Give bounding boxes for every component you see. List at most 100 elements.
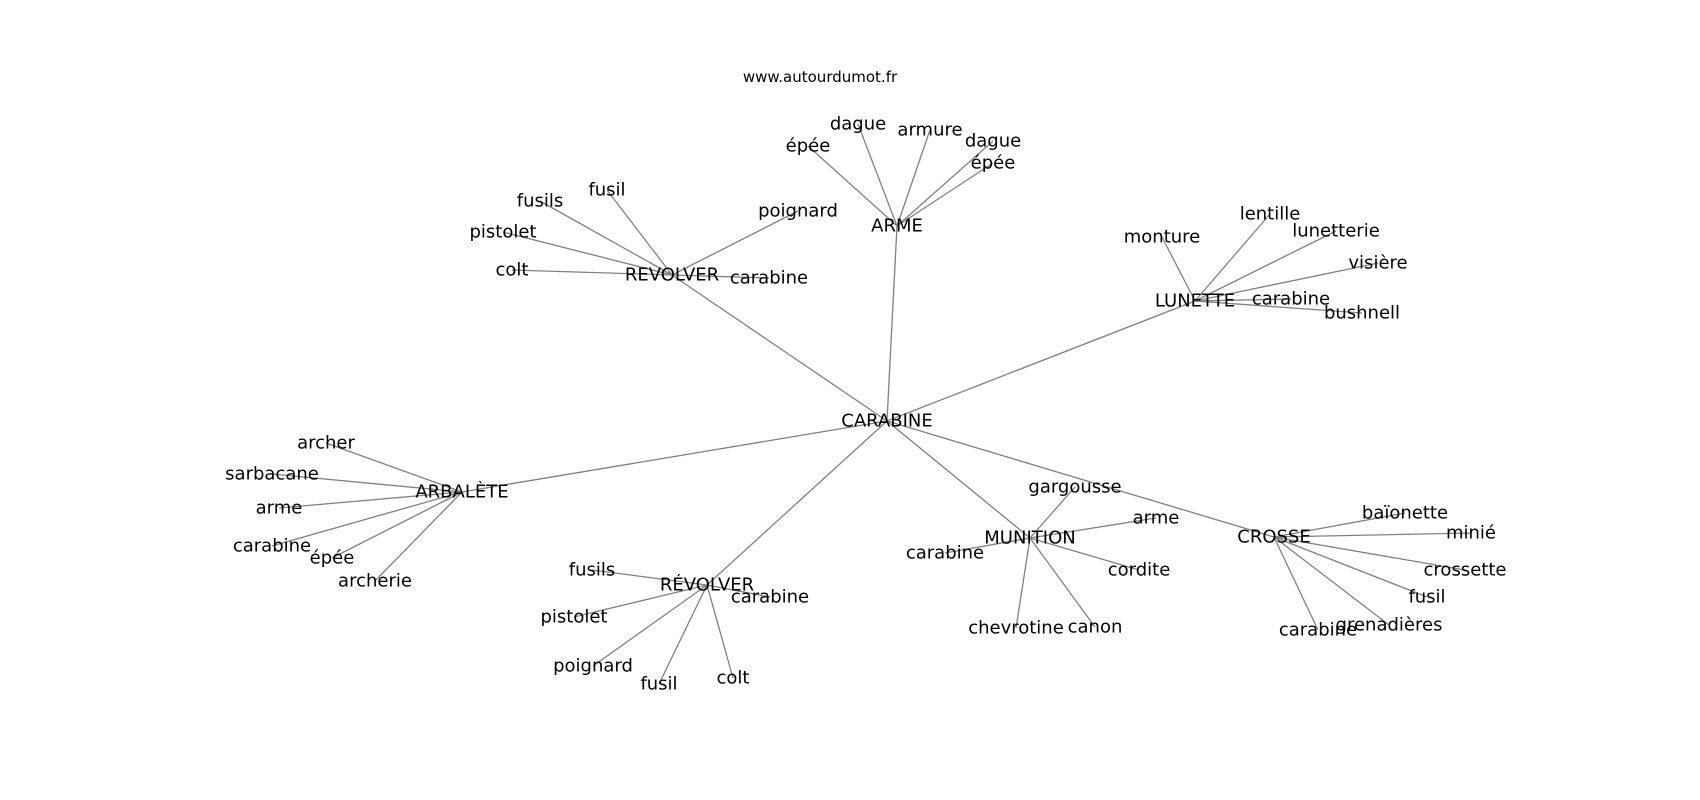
leaf-node-crosse-2: crossette: [1424, 560, 1507, 581]
leaf-node-lunette-5: bushnell: [1324, 303, 1400, 324]
edge-lunette-leaf-2: [1194, 230, 1337, 302]
edge-center-munition: [886, 420, 1031, 539]
leaf-node-arme-3: dague: [965, 131, 1021, 152]
hub-node-revolver-top: REVOLVER: [625, 265, 719, 286]
edge-crosse-leaf-4: [1273, 536, 1390, 626]
edge-revolver-bottom-leaf-2: [706, 584, 771, 598]
source-credit: www.autourdumot.fr: [743, 68, 898, 86]
edge-arbalete-leaf-1: [271, 473, 463, 493]
edge-arme-leaf-4: [896, 162, 994, 227]
leaf-node-arbalete-5: archerie: [338, 571, 412, 592]
edge-revolver-bottom-leaf-0: [591, 569, 708, 586]
edge-crosse-leaf-5: [1273, 536, 1319, 631]
leaf-node-revolver-bottom-0: fusils: [569, 560, 616, 581]
leaf-node-lunette-0: monture: [1124, 227, 1201, 248]
edge-center-crosse: [886, 420, 1275, 538]
edge-munition-leaf-4: [1015, 537, 1031, 629]
leaf-node-revolver-top-0: fusils: [517, 191, 564, 212]
leaf-node-lunette-1: lentille: [1240, 204, 1301, 225]
leaf-node-revolver-top-5: carabine: [730, 268, 808, 289]
leaf-node-revolver-top-4: colt: [496, 260, 529, 281]
leaf-node-munition-3: cordite: [1108, 560, 1171, 581]
edge-arbalete-leaf-0: [325, 442, 463, 493]
leaf-node-arbalete-3: carabine: [233, 536, 311, 557]
leaf-node-arme-2: armure: [897, 120, 962, 141]
leaf-node-arme-4: épée: [971, 153, 1016, 174]
leaf-node-arbalete-2: arme: [256, 498, 303, 519]
edge-center-arbalete: [461, 420, 888, 493]
edge-arbalete-leaf-5: [374, 491, 463, 582]
edge-arbalete-leaf-4: [331, 491, 463, 559]
leaf-node-munition-0: gargousse: [1028, 477, 1121, 498]
edge-revolver-top-leaf-1: [606, 189, 673, 276]
edge-arme-leaf-1: [857, 123, 898, 227]
leaf-node-munition-2: carabine: [906, 543, 984, 564]
hub-node-revolver-bottom: RÉVOLVER: [660, 574, 754, 596]
edge-revolver-top-leaf-5: [671, 274, 770, 279]
leaf-node-crosse-5: carabine: [1279, 620, 1357, 641]
edge-munition-leaf-2: [944, 537, 1031, 554]
edge-arme-leaf-3: [896, 140, 994, 227]
edge-lunette-leaf-4: [1194, 298, 1292, 302]
edge-crosse-leaf-3: [1273, 536, 1428, 598]
leaf-node-munition-1: arme: [1133, 508, 1180, 529]
edge-arme-leaf-2: [896, 129, 931, 227]
center-node-label: CARABINE: [841, 411, 932, 432]
leaf-node-revolver-top-2: poignard: [758, 201, 838, 222]
edge-lunette-leaf-3: [1194, 262, 1379, 302]
edge-crosse-leaf-2: [1273, 536, 1466, 571]
edge-center-arme: [886, 225, 898, 422]
hub-node-lunette: LUNETTE: [1155, 291, 1235, 312]
edge-munition-leaf-1: [1029, 517, 1157, 539]
edge-lunette-leaf-1: [1194, 213, 1271, 302]
leaf-node-revolver-bottom-5: colt: [717, 668, 750, 689]
leaf-node-crosse-4: grenadières: [1336, 615, 1443, 636]
hub-node-crosse: CROSSE: [1237, 527, 1310, 548]
edge-arbalete-leaf-2: [278, 491, 463, 509]
hub-node-munition: MUNITION: [984, 528, 1075, 549]
edge-arbalete-leaf-3: [271, 491, 463, 547]
leaf-node-revolver-bottom-3: poignard: [553, 656, 633, 677]
leaf-node-revolver-bottom-2: carabine: [731, 587, 809, 608]
leaf-node-arme-1: dague: [830, 114, 886, 135]
leaf-node-crosse-3: fusil: [1408, 587, 1445, 608]
leaf-node-arbalete-4: épée: [310, 548, 355, 569]
edge-crosse-leaf-0: [1273, 512, 1406, 538]
edge-revolver-bottom-leaf-5: [706, 584, 734, 679]
edge-revolver-top-leaf-2: [671, 210, 799, 276]
hub-node-arme: ARME: [871, 216, 923, 237]
leaf-node-lunette-3: visière: [1348, 253, 1407, 274]
leaf-node-revolver-top-1: fusil: [588, 180, 625, 201]
leaf-node-crosse-1: minié: [1446, 523, 1496, 544]
leaf-node-lunette-2: lunetterie: [1292, 221, 1380, 242]
edge-lunette-leaf-5: [1194, 300, 1363, 314]
leaf-node-munition-5: canon: [1068, 617, 1123, 638]
edge-arme-leaf-0: [807, 145, 898, 227]
edge-revolver-bottom-leaf-3: [592, 584, 708, 667]
edge-revolver-top-leaf-4: [511, 269, 673, 276]
edge-revolver-bottom-leaf-1: [573, 584, 708, 618]
leaf-node-revolver-top-3: pistolet: [469, 222, 536, 243]
hub-node-arbalete: ARBALÈTE: [415, 481, 508, 503]
edge-center-revolver-bottom: [706, 420, 888, 586]
edges: [271, 123, 1472, 685]
edge-crosse-leaf-1: [1273, 532, 1472, 538]
leaf-node-munition-4: chevrotine: [968, 618, 1064, 639]
edge-center-revolver-top: [671, 274, 888, 422]
leaf-node-revolver-bottom-4: fusil: [640, 674, 677, 695]
edge-revolver-bottom-leaf-4: [658, 584, 708, 685]
leaf-node-arbalete-0: archer: [297, 433, 355, 454]
edge-munition-leaf-5: [1029, 537, 1096, 628]
leaf-node-revolver-bottom-1: pistolet: [540, 607, 607, 628]
leaf-node-crosse-0: baïonette: [1362, 503, 1448, 524]
edge-revolver-top-leaf-3: [502, 231, 673, 276]
edge-lunette-leaf-0: [1161, 236, 1196, 302]
edge-munition-leaf-3: [1029, 537, 1140, 571]
leaf-node-arme-0: épée: [786, 136, 831, 157]
edge-revolver-top-leaf-0: [539, 200, 673, 276]
leaf-node-arbalete-1: sarbacane: [225, 464, 319, 485]
edge-center-lunette: [886, 300, 1196, 422]
edge-munition-leaf-0: [1029, 486, 1076, 539]
